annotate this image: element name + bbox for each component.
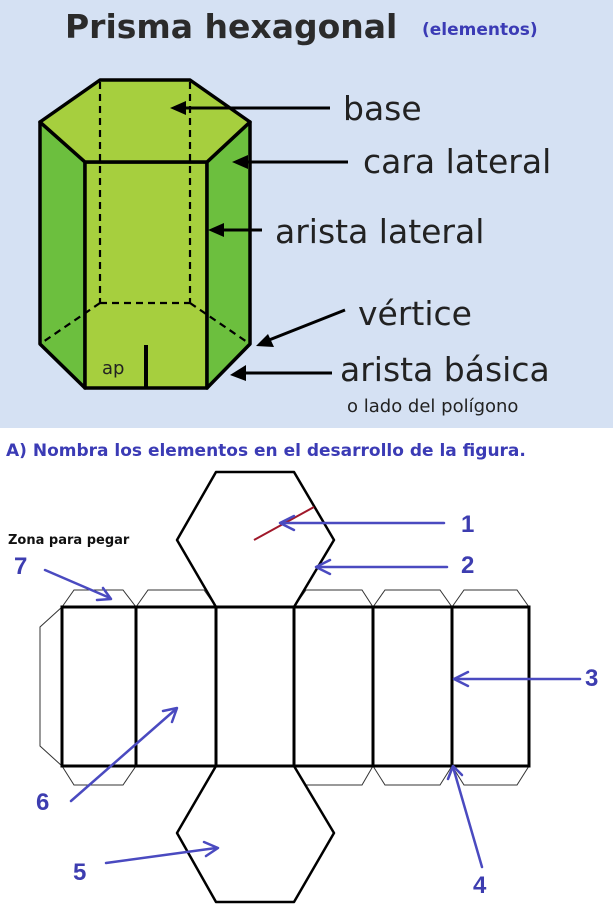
number-7: 7 xyxy=(14,553,27,580)
label-vertex: vértice xyxy=(358,294,472,333)
label-lateral-face: cara lateral xyxy=(363,142,551,181)
glue-tabs xyxy=(39,589,530,786)
top-base-face xyxy=(38,78,252,164)
label-pointers xyxy=(170,101,348,381)
net-bottom-base xyxy=(175,764,336,904)
left-lateral-face xyxy=(38,120,87,390)
prism-elements-panel: Prisma hexagonal (elementos) ap xyxy=(0,0,613,428)
number-5: 5 xyxy=(73,859,86,886)
exercise-heading: A) Nombra los elementos en el desarrollo… xyxy=(6,441,526,461)
net-fold-lines xyxy=(134,607,454,766)
page-subtitle: (elementos) xyxy=(422,20,538,40)
label-base-edge: arista básica xyxy=(340,350,550,389)
number-4: 4 xyxy=(473,872,487,899)
number-3: 3 xyxy=(585,665,598,692)
label-base-edge-note: o lado del polígono xyxy=(347,396,518,417)
glue-zone-label: Zona para pegar xyxy=(8,533,130,548)
numbered-arrows xyxy=(43,514,582,869)
label-base: base xyxy=(343,89,422,128)
apothem-label: ap xyxy=(102,358,124,379)
page-title: Prisma hexagonal xyxy=(65,7,397,46)
net-diagram: A) Nombra los elementos en el desarrollo… xyxy=(6,441,598,904)
hidden-edges xyxy=(39,82,251,345)
number-2: 2 xyxy=(461,552,474,579)
number-6: 6 xyxy=(36,789,49,816)
number-1: 1 xyxy=(461,511,474,538)
label-lateral-edge: arista lateral xyxy=(275,212,484,251)
prism-diagram: Prisma hexagonal (elementos) ap xyxy=(0,0,613,428)
net-exercise-panel: A) Nombra los elementos en el desarrollo… xyxy=(0,428,613,922)
